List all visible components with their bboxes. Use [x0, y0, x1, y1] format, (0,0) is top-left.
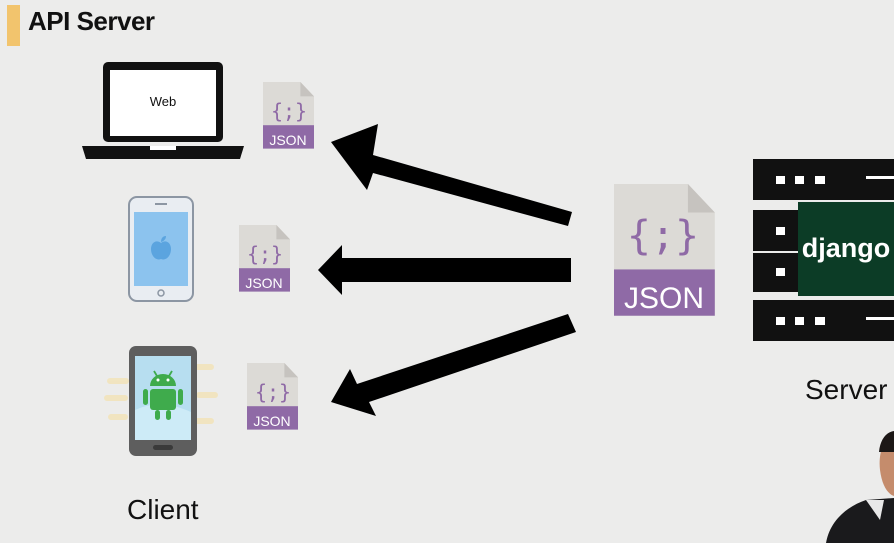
json-label-server: JSON [624, 282, 704, 315]
arrow-to-web [331, 124, 572, 226]
json-label-ios: JSON [245, 275, 282, 291]
laptop-icon: Web [82, 62, 244, 159]
django-logo: django [798, 202, 894, 296]
json-label-android: JSON [253, 413, 290, 429]
json-braces-android: {;} [255, 380, 291, 404]
page-title: API Server [28, 6, 155, 36]
django-brand-text: django [802, 233, 891, 263]
web-label: Web [150, 94, 177, 109]
json-braces-ios: {;} [247, 242, 283, 266]
server-caption: Server [805, 374, 888, 405]
json-braces-server: {;} [627, 213, 699, 259]
presenter-image [826, 431, 894, 543]
apple-logo-icon [151, 236, 171, 260]
title-accent-bar [7, 5, 20, 46]
arrow-to-android [331, 314, 576, 416]
client-caption: Client [127, 494, 199, 525]
json-label-web: JSON [269, 132, 306, 148]
json-braces-web: {;} [271, 99, 307, 123]
arrow-to-ios [318, 245, 571, 295]
android-robot-icon [143, 370, 183, 420]
